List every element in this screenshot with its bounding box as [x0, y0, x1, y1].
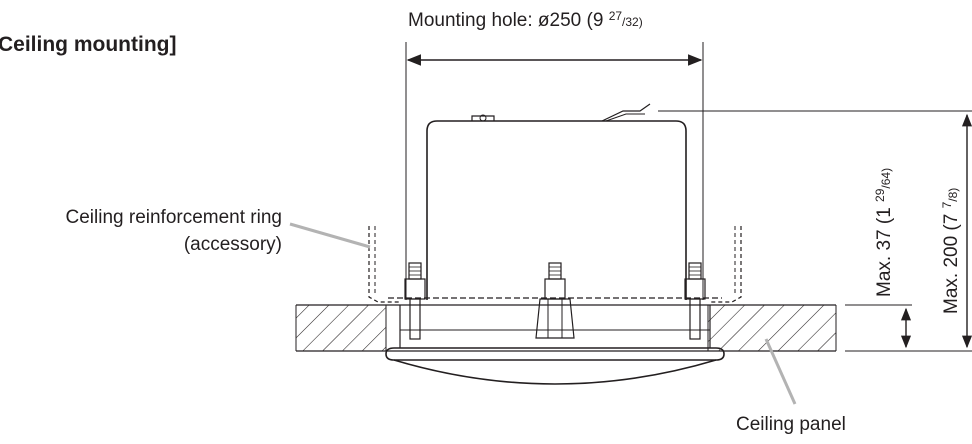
- ceiling-panel: [295, 304, 837, 352]
- clamp-left: [404, 262, 426, 340]
- max200-frac-den: /8): [946, 188, 960, 202]
- ring-leader-line: [289, 222, 371, 249]
- mounting-hole-frac-num: 27: [609, 9, 623, 23]
- max37-main: Max. 37 (1: [874, 202, 895, 297]
- clamp-right: [684, 262, 706, 340]
- mounting-hole-frac-den: /32): [622, 15, 643, 29]
- max37-label: Max. 37 (1 29/64): [873, 168, 895, 297]
- speaker-frame: [399, 305, 711, 348]
- mounting-hole-label: Mounting hole: ø250 (9 27/32): [408, 9, 643, 31]
- ring-label-line2: (accessory): [184, 234, 282, 255]
- max200-main: Max. 200 (7: [941, 208, 962, 314]
- ceiling-panel-label: Ceiling panel: [736, 414, 846, 435]
- clamp-center: [535, 262, 575, 339]
- max37-frac-num: 29: [873, 188, 887, 202]
- speaker-enclosure: [426, 103, 687, 300]
- max200-label: Max. 200 (7 7/8): [940, 188, 962, 314]
- ring-label-line1: Ceiling reinforcement ring: [66, 207, 283, 228]
- height-dimensions: [658, 110, 972, 352]
- section-title: Ceiling mounting]: [0, 33, 176, 56]
- mounting-hole-main: Mounting hole: ø250 (9: [408, 10, 609, 31]
- panel-leader-line: [764, 338, 797, 405]
- front-grille: [385, 347, 725, 385]
- max37-frac-den: /64): [879, 168, 893, 189]
- reinforcement-ring: [368, 226, 742, 303]
- max200-frac-num: 7: [940, 201, 954, 208]
